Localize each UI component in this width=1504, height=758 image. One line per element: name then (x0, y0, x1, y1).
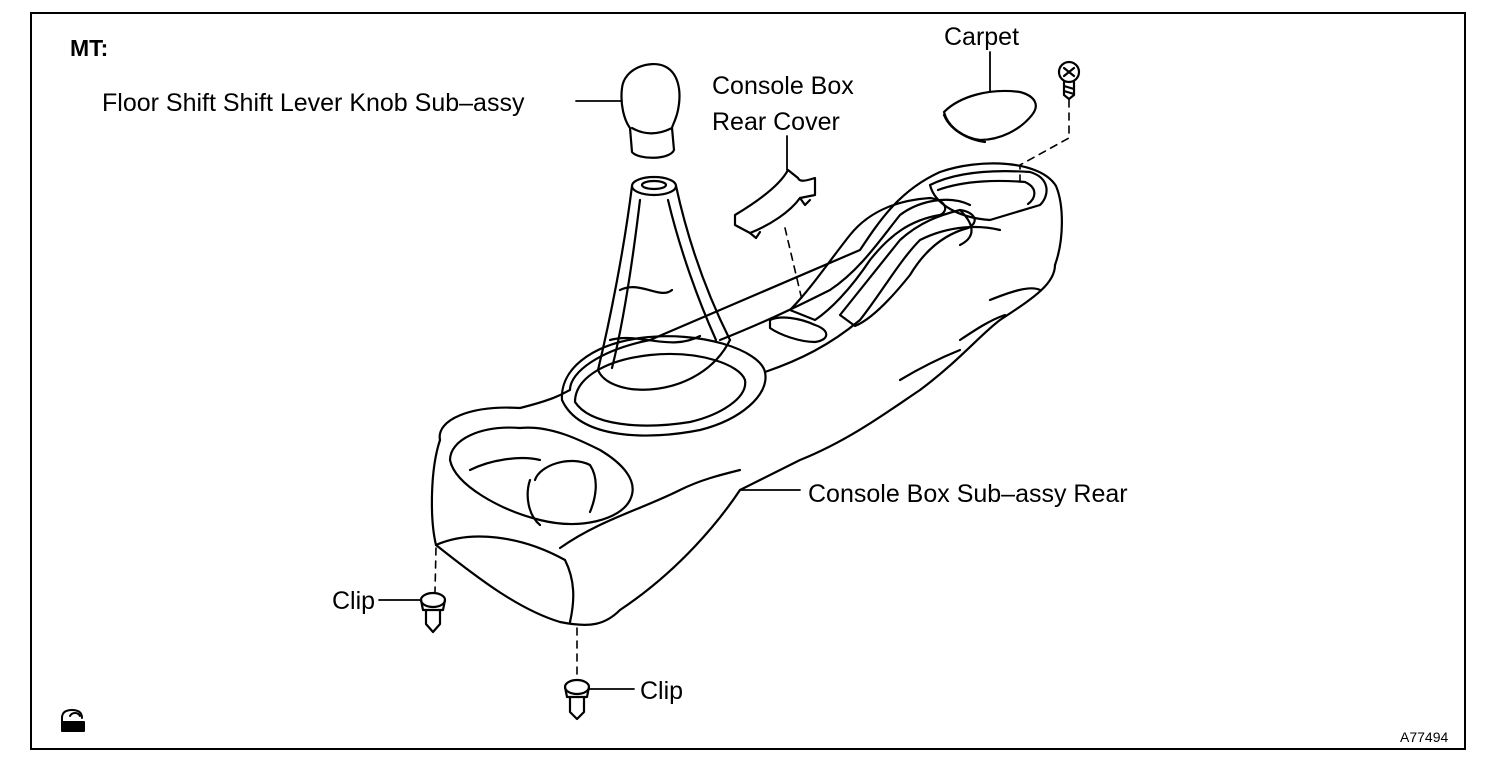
clip-icon (563, 678, 591, 721)
diagram-frame (30, 12, 1466, 750)
shift-knob-label: Floor Shift Shift Lever Knob Sub–assy (102, 89, 525, 117)
rear-cover-part (733, 168, 817, 240)
carpet-part (942, 89, 1037, 144)
clip-bottom-label: Clip (640, 677, 684, 705)
clip-left-label: Clip (332, 587, 376, 615)
console-box-body (430, 162, 1063, 626)
leader-lines (378, 51, 991, 690)
console-box-label: Console Box Sub–assy Rear (808, 480, 1128, 508)
figure-code: A77494 (1400, 729, 1449, 745)
reuse-symbol-icon (61, 709, 85, 732)
rear-cover-label: Console Box Rear Cover (712, 68, 854, 140)
shift-knob (620, 62, 681, 159)
rear-cover-label-line2: Rear Cover (712, 108, 840, 136)
section-label: MT: (70, 35, 109, 61)
rear-cover-label-line1: Console Box (712, 72, 854, 100)
assembly-dashed-lines (434, 99, 1070, 681)
screw-icon (1057, 60, 1081, 101)
carpet-label: Carpet (944, 23, 1020, 51)
clip-icon (419, 591, 447, 634)
